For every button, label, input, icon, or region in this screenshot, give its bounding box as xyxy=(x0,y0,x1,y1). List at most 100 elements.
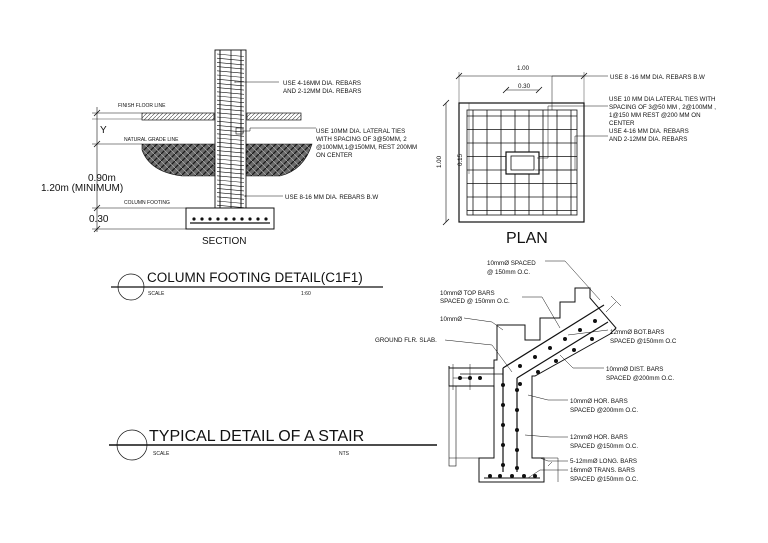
stair-bar-dot xyxy=(478,376,482,380)
stair-note-5a: 10mmØ DIST. BARS xyxy=(606,366,663,373)
stair-bar-dot xyxy=(515,388,519,392)
stair-detail xyxy=(444,260,622,483)
lateral-tie xyxy=(216,74,245,78)
stair-bar-dot xyxy=(501,423,505,427)
section-caption: SECTION xyxy=(202,236,246,247)
lateral-tie xyxy=(216,137,245,141)
lateral-tie xyxy=(216,196,245,200)
lateral-tie xyxy=(216,78,245,82)
finish-floor-slab-right xyxy=(246,112,302,121)
plan-note-ties-3: 1@150 MM REST @200 MM ON xyxy=(609,112,701,119)
lateral-tie xyxy=(216,167,245,171)
lateral-tie xyxy=(216,158,245,162)
footing-title-block: COLUMN FOOTING DETAIL(C1F1) SCALE 1:60 xyxy=(111,270,383,301)
stair-note-1a: 10mmØ SPACED xyxy=(487,260,536,267)
lateral-tie xyxy=(216,57,245,61)
lateral-tie xyxy=(216,53,245,57)
stair-concrete-outline xyxy=(448,287,617,483)
lateral-tie xyxy=(216,95,245,99)
lateral-tie xyxy=(216,120,245,124)
lateral-tie xyxy=(216,108,245,112)
plan-dim-side: 0.15 xyxy=(457,153,464,166)
finish-floor-line-label: FINISH FLOOR LINE xyxy=(118,103,166,109)
lateral-tie xyxy=(216,171,245,175)
stair-bar-dot xyxy=(501,383,505,387)
plan-note-ties-4: CENTER xyxy=(609,120,635,127)
stair-bar-dot xyxy=(498,474,502,478)
footing-bar-dot xyxy=(256,217,260,221)
stair-bar-dot xyxy=(563,337,567,341)
stair-bar-dot xyxy=(578,328,582,332)
stair-bar-dot xyxy=(572,348,576,352)
section-note-rebars-1: USE 4-16MM DIA. REBARS xyxy=(283,80,361,87)
footing-outline xyxy=(185,207,275,230)
section-view: FINISH FLOOR LINE NATURAL GRADE LINE COL… xyxy=(41,49,417,247)
footing-title: COLUMN FOOTING DETAIL(C1F1) xyxy=(147,270,363,285)
stair-bar-dot xyxy=(515,408,519,412)
plan-view: 1.00 0.30 1.00 0.15 USE 8 -16 MM DIA. RE… xyxy=(436,65,716,247)
stair-note-9a: 16mmØ TRANS. BARS xyxy=(570,467,635,474)
stair-bar-dot xyxy=(522,474,526,478)
footing-bar-dot xyxy=(232,217,236,221)
stair-bar-dot xyxy=(518,364,522,368)
lateral-tie xyxy=(216,133,245,137)
plan-dim-inner: 0.30 xyxy=(518,83,531,90)
stair-scale-label: SCALE xyxy=(153,451,170,457)
footing-bar-dots xyxy=(192,217,268,221)
stair-note-1b: @ 150mm O.C. xyxy=(487,269,530,276)
stair-bar-dot xyxy=(536,370,540,374)
lateral-tie xyxy=(216,99,245,103)
plan-note-ties-1: USE 10 MM DIA LATERAL TIES WITH xyxy=(609,96,715,103)
stair-scale-value: NTS xyxy=(339,451,350,457)
lateral-tie xyxy=(216,154,245,158)
dim-030: 0.30 xyxy=(89,214,109,225)
section-note-ties-1: USE 10MM DIA. LATERAL TIES xyxy=(316,128,405,135)
footing-bar-dot xyxy=(264,217,268,221)
lateral-tie xyxy=(216,104,245,108)
natural-grade-line-label: NATURAL GRADE LINE xyxy=(124,137,179,143)
lateral-tie xyxy=(216,200,245,204)
stair-note-6a: 10mmØ HOR. BARS xyxy=(570,398,628,405)
lateral-tie xyxy=(216,116,245,120)
stair-bar-dot xyxy=(501,403,505,407)
lateral-tie xyxy=(216,188,245,192)
stair-bar-dot xyxy=(518,382,522,386)
lateral-tie xyxy=(216,204,245,208)
stair-note-4a: 12mmØ BOT.BARS xyxy=(610,329,664,336)
stair-bar-dot xyxy=(533,355,537,359)
footing-bar-dot xyxy=(200,217,204,221)
lateral-tie xyxy=(216,192,245,196)
stair-bar-dot xyxy=(515,466,519,470)
stair-bar-dot xyxy=(501,463,505,467)
stair-note-8: 5-12mmØ LONG. BARS xyxy=(570,458,637,465)
stair-note-3: 10mmØ xyxy=(440,316,462,323)
footing-bar-dot xyxy=(248,217,252,221)
footing-bar-dot xyxy=(192,217,196,221)
dim-120: 1.20m (MINIMUM) xyxy=(41,183,123,194)
plan-dim-height: 1.00 xyxy=(436,155,443,168)
footing-bar-dot xyxy=(208,217,212,221)
lateral-tie xyxy=(216,62,245,66)
stair-bar-dot xyxy=(510,474,514,478)
stair-bar-dot xyxy=(501,443,505,447)
lateral-tie xyxy=(216,141,245,145)
ground-floor-slab xyxy=(448,367,495,387)
section-note-bw: USE 8-16 MM DIA. REBARS B.W xyxy=(285,194,378,201)
stair-title-block: TYPICAL DETAIL OF A STAIR SCALE NTS xyxy=(109,428,437,461)
plan-note-rebars-2: AND 2-12MM DIA. REBARS xyxy=(609,136,687,143)
footing-scale-value: 1:60 xyxy=(301,291,311,297)
lateral-tie xyxy=(216,112,245,116)
footing-bar-dot xyxy=(240,217,244,221)
stair-bar-dot xyxy=(590,337,594,341)
stair-bar-dots xyxy=(458,319,597,478)
stair-note-2b: SPACED @ 150mm O.C. xyxy=(440,298,510,305)
dim-090: 0.90m xyxy=(88,173,116,184)
footing-bar-dot xyxy=(224,217,228,221)
plan-caption: PLAN xyxy=(506,230,548,247)
ground-floor-slab-label: GROUND FLR. SLAB. xyxy=(375,337,437,344)
lateral-tie xyxy=(216,91,245,95)
stair-bar-dot xyxy=(548,346,552,350)
column-footing-label: COLUMN FOOTING xyxy=(124,200,170,206)
stair-note-6b: SPACED @200mm O.C. xyxy=(570,407,638,414)
